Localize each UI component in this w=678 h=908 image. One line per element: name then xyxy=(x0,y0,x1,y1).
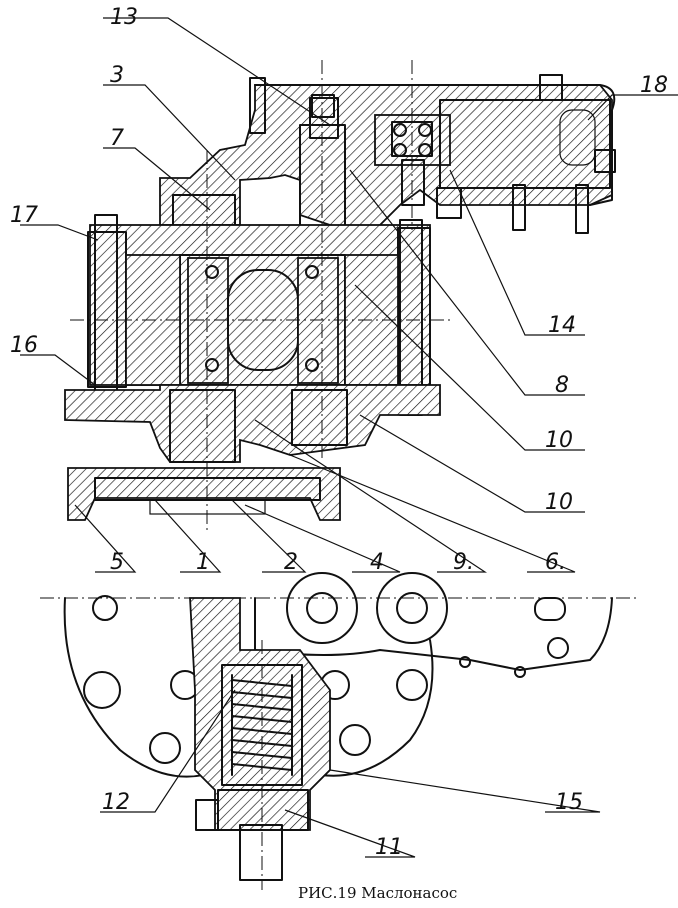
top-bolt-mid xyxy=(311,94,335,118)
oil-strainer xyxy=(67,467,341,521)
figure-caption: РИС.19 Маслонасос xyxy=(298,884,457,902)
flange-hole-1 xyxy=(92,595,118,621)
callout-17: 17 xyxy=(10,203,38,228)
callout-2: 2 xyxy=(284,550,298,575)
callout-4: 4 xyxy=(370,550,384,575)
gear-lobe-1 xyxy=(286,572,358,644)
callout-16: 16 xyxy=(10,333,38,358)
callout-5: 5 xyxy=(110,550,124,575)
callout-15: 15 xyxy=(555,790,583,815)
pin-2 xyxy=(205,358,219,372)
gear-lobe-2-hub xyxy=(396,592,428,624)
callout-3: 3 xyxy=(110,63,124,88)
gear-casing xyxy=(254,597,613,671)
callout-labels: 13 3 7 17 16 18 14 8 10 10 5 1 2 4 9. 6.… xyxy=(10,5,668,860)
stud-2 xyxy=(512,184,526,231)
relief-valve-housing xyxy=(189,597,331,831)
stud-1 xyxy=(436,187,462,219)
casing-boss xyxy=(547,637,569,659)
lock-nut xyxy=(195,799,219,831)
flange-hole-2 xyxy=(83,671,121,709)
callout-10-upper: 10 xyxy=(545,428,573,453)
gear-lobe-2 xyxy=(376,572,448,644)
stud-3 xyxy=(575,184,589,234)
flange-hole-5 xyxy=(396,669,428,701)
bearing-ball-3 xyxy=(393,143,407,157)
callout-18: 18 xyxy=(640,73,668,98)
adjust-screw xyxy=(239,824,283,881)
gear-box-bolt xyxy=(594,149,616,173)
casing-bolt-2 xyxy=(514,666,526,678)
pin-1 xyxy=(205,265,219,279)
end-view xyxy=(63,572,613,890)
casing-bolt-1 xyxy=(459,656,471,668)
leader-lines xyxy=(20,17,678,858)
bearing-ball-1 xyxy=(393,123,407,137)
lower-body xyxy=(64,384,441,463)
pin-3 xyxy=(305,265,319,279)
callout-7: 7 xyxy=(110,126,124,151)
top-bolt-left xyxy=(249,77,266,134)
casing-slot xyxy=(534,597,566,621)
drive-shaft-top xyxy=(309,97,339,139)
pinion-shaft xyxy=(401,159,425,206)
callout-6: 6. xyxy=(545,550,566,575)
bearing-ball-2 xyxy=(418,123,432,137)
callout-13: 13 xyxy=(110,5,138,30)
outlet-port xyxy=(291,389,348,446)
pin-4 xyxy=(305,358,319,372)
callout-11: 11 xyxy=(375,835,403,860)
top-bolt-right xyxy=(539,74,563,101)
callout-8: 8 xyxy=(555,373,569,398)
flange-hole-4 xyxy=(339,724,371,756)
callout-9: 9. xyxy=(453,550,474,575)
suction-port xyxy=(169,389,236,463)
callout-14: 14 xyxy=(548,313,576,338)
section-view xyxy=(64,60,616,530)
callout-12: 12 xyxy=(102,790,130,815)
callout-10-lower: 10 xyxy=(545,490,573,515)
bearing-ball-4 xyxy=(418,143,432,157)
flange-hole-3 xyxy=(149,732,181,764)
callout-1: 1 xyxy=(196,550,210,575)
gear-lobe-1-hub xyxy=(306,592,338,624)
gear-box-inner xyxy=(559,109,596,166)
